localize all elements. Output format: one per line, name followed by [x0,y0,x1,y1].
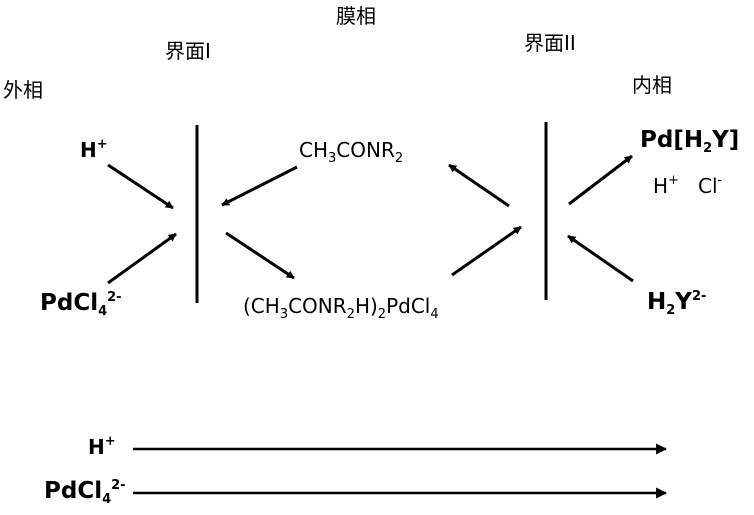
arrow-interface2-to-pd-h2y [569,156,632,204]
arrow-h-to-interface1 [108,165,173,208]
carrier-ch3conr2: CH3CONR2 [299,140,403,160]
pdcl4-outer: PdCl42- [40,292,122,315]
overall-h-plus-label: H+ [88,437,116,457]
cl-minus-inner: Cl- [698,176,722,196]
pd-h2y-complex: Pd[H2Y] [640,129,739,152]
arrow-complex-to-interface2 [452,227,521,275]
interface-2-label: 界面II [524,33,576,53]
interface-1-label: 界面I [165,41,211,61]
overall-pdcl4-label: PdCl42- [44,480,126,503]
complex-species: (CH3CONR2H)2PdCl4 [243,296,439,316]
h2y-inner: H2Y2- [647,291,706,314]
h-plus-inner: H+ [653,176,679,196]
arrow-interface2-to-carrier [449,165,509,206]
inner-phase-label: 内相 [632,75,672,95]
arrow-carrier-to-interface1 [222,167,297,205]
outer-phase-label: 外相 [3,80,43,100]
arrow-pdcl4-to-interface1 [108,234,176,283]
arrow-interface1-to-complex [226,233,294,278]
membrane-phase-label: 膜相 [336,6,376,26]
h-plus-outer: H+ [80,140,108,160]
arrow-h2y-to-interface2 [568,236,633,281]
